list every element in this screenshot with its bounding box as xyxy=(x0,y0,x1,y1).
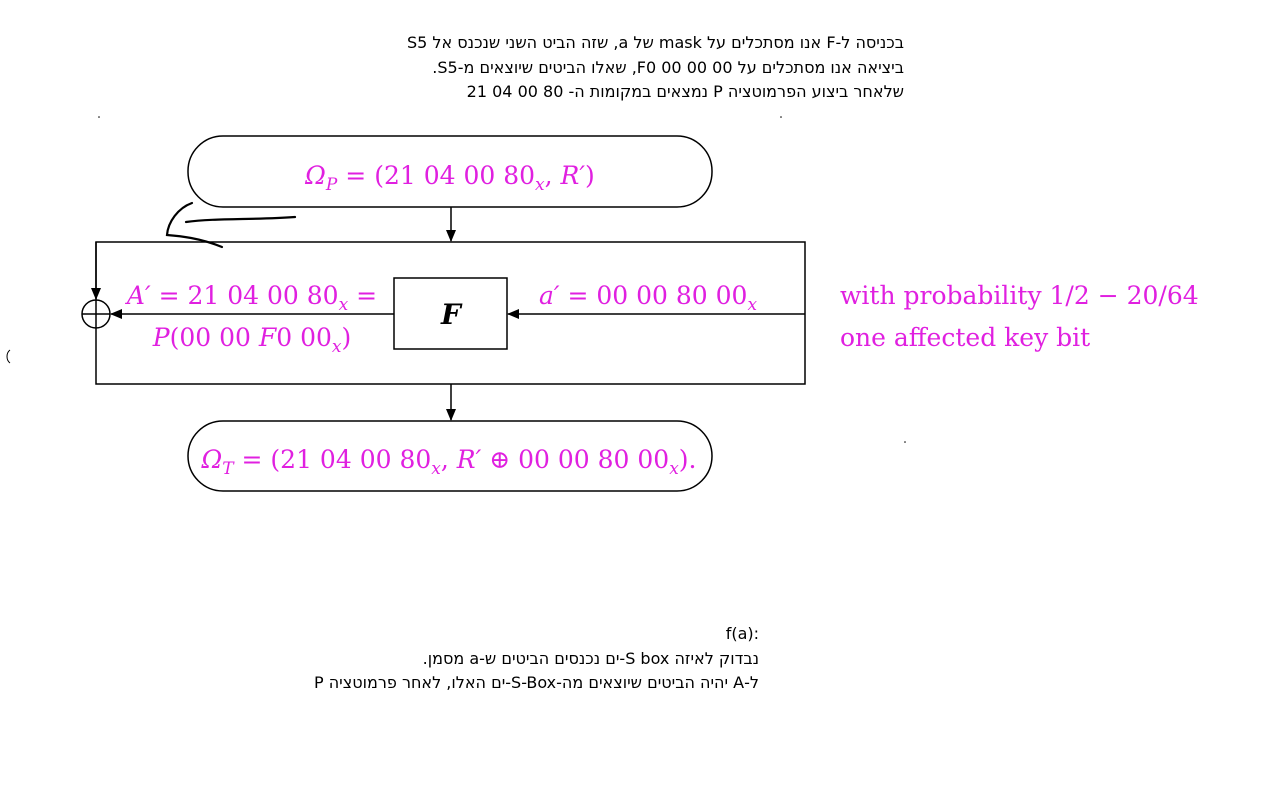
note-line: ביציאה אנו מסתכלים על 00 F0 00 00, שאלו … xyxy=(432,57,904,77)
key-bit-note: one affected key bit xyxy=(840,323,1090,352)
handwritten-scribble xyxy=(165,201,297,249)
omega-t-label: ΩT = (21 04 00 80x, R′ ⊕ 00 00 80 00x). xyxy=(201,445,697,479)
top-notes: בכניסה ל-F אנו מסתכלים על mask של a, שזה… xyxy=(407,31,904,105)
a-prime-right: a′ = 00 00 80 00x xyxy=(539,281,758,315)
note-line: נבדוק לאיזה S box-ים נכנסים הביטים ש-a מ… xyxy=(422,648,759,668)
bottom-notes: f(a): נבדוק לאיזה S box-ים נכנסים הביטים… xyxy=(314,622,759,696)
a-prime-left-line2: P(00 00 F0 00x) xyxy=(152,323,352,357)
omega-p-label: ΩP = (21 04 00 80x, R′) xyxy=(304,161,595,195)
note-line: ל-A יהיה הביטים שיוצאים מה-S-Box-ים האלו… xyxy=(313,673,759,692)
a-prime-left-line1: A′ = 21 04 00 80x = xyxy=(125,281,377,315)
probability-note: with probability 1/2 − 20/64 xyxy=(840,281,1199,310)
f-label: F xyxy=(440,298,463,331)
f-function-box xyxy=(393,277,508,350)
omega-p-box xyxy=(187,135,713,208)
note-line: f(a): xyxy=(725,624,759,643)
note-line: שלאחר ביצוע הפרמוטציה P נמצאים במקומות ה… xyxy=(466,82,904,101)
xor-icon xyxy=(81,299,111,329)
note-line: בכניסה ל-F אנו מסתכלים על mask של a, שזה… xyxy=(406,33,904,52)
omega-t-box xyxy=(187,420,713,492)
